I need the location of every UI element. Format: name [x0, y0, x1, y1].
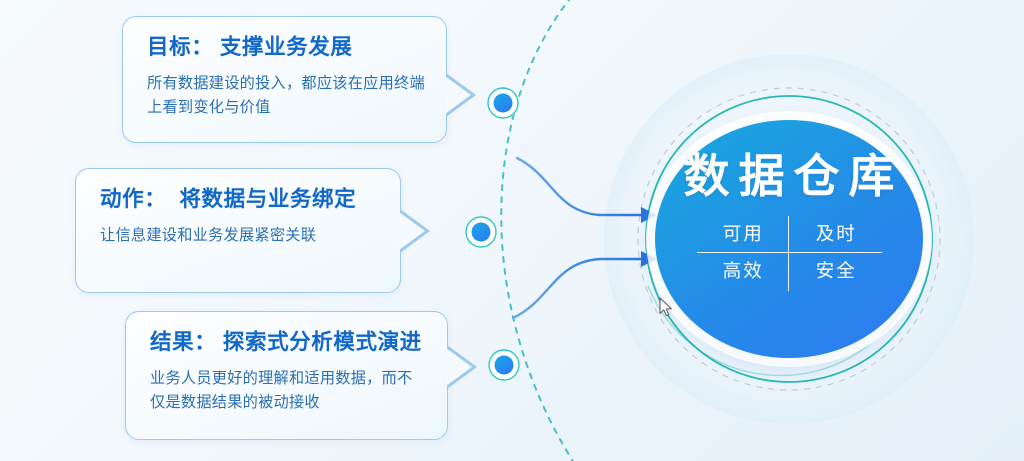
card-action-inner: 动作： 将数据与业务绑定 让信息建设和业务发展紧密关联: [76, 169, 400, 248]
card-action-pointer: [399, 209, 430, 253]
card-action-body: 让信息建设和业务发展紧密关联: [100, 226, 317, 244]
hub-attribute-timely: 及时: [789, 216, 882, 254]
hub-teal-ring-accent: [647, 285, 906, 377]
arrow-head-upper: [641, 207, 657, 223]
hub-teal-ring: [645, 95, 933, 383]
card-result-inner: 结果： 探索式分析模式演进 业务人员更好的理解和适用数据，而不仅是数据结果的被动…: [126, 312, 447, 415]
hub-title: 数据仓库: [683, 150, 904, 202]
mouse-cursor-icon: [659, 297, 672, 317]
card-goal-body: 所有数据建设的投入，都应该在应用终端上看到变化与价值: [147, 74, 425, 116]
hub-attribute-available: 可用: [696, 216, 789, 254]
card-result-title: 结果： 探索式分析模式演进: [150, 330, 422, 354]
card-goal-title: 目标： 支撑业务发展: [147, 35, 353, 59]
card-goal-pointer: [445, 73, 476, 117]
card-result-body: 业务人员更好的理解和适用数据，而不仅是数据结果的被动接收: [150, 369, 413, 411]
connector-node-action[interactable]: [465, 216, 497, 248]
left-dashed-arc: [500, 0, 575, 461]
card-goal-inner: 目标： 支撑业务发展 所有数据建设的投入，都应该在应用终端上看到变化与价值: [123, 17, 446, 120]
card-result[interactable]: 结果： 探索式分析模式演进 业务人员更好的理解和适用数据，而不仅是数据结果的被动…: [125, 311, 477, 440]
connector-node-result[interactable]: [488, 349, 520, 381]
arrow-head-lower: [641, 251, 657, 267]
connector-node-goal[interactable]: [487, 87, 519, 119]
hub-attribute-secure: 安全: [815, 260, 857, 282]
hub-attribute-grid: 可用 及时 高效 安全: [696, 216, 882, 291]
card-result-pointer: [446, 345, 477, 389]
card-action-title: 动作： 将数据与业务绑定: [100, 187, 357, 211]
hub-dashed-ring: [637, 87, 941, 391]
arrow-path-lower: [511, 257, 647, 320]
card-action[interactable]: 动作： 将数据与业务绑定 让信息建设和业务发展紧密关联: [75, 168, 430, 293]
hub-attribute-efficient: 高效: [697, 253, 789, 291]
hub-data-warehouse[interactable]: 数据仓库 可用 及时 高效 安全: [655, 120, 923, 358]
card-goal[interactable]: 目标： 支撑业务发展 所有数据建设的投入，都应该在应用终端上看到变化与价值: [122, 16, 476, 143]
arrow-path-upper: [515, 156, 647, 217]
